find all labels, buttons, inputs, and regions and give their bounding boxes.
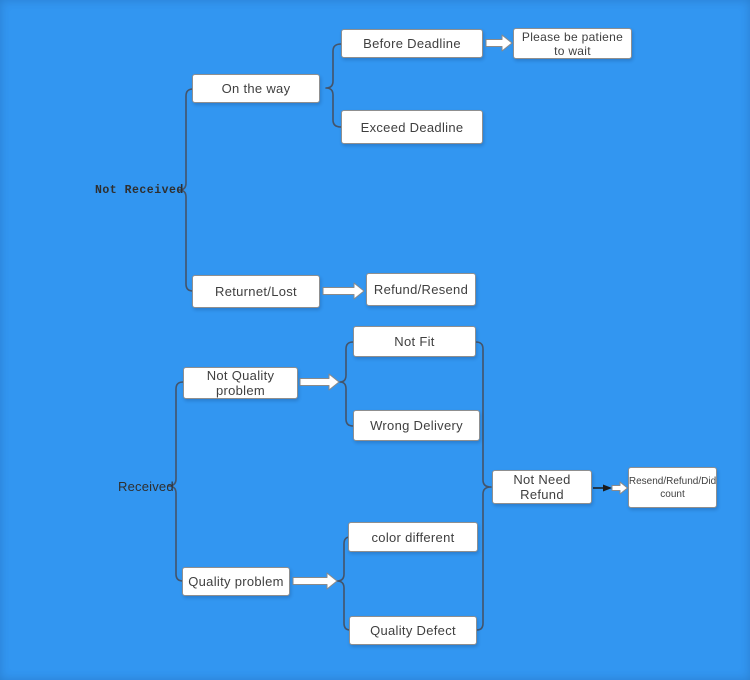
brace-on-the-way xyxy=(325,43,342,128)
arrow-quality-icon xyxy=(292,572,338,590)
arrow-refund-block-icon xyxy=(611,481,628,495)
node-not-need-refund: Not Need Refund xyxy=(492,470,592,504)
node-exceed-deadline: Exceed Deadline xyxy=(341,110,483,144)
node-not-quality-problem: Not Quality problem xyxy=(183,367,298,399)
node-quality-problem: Quality problem xyxy=(182,567,290,596)
node-quality-defect: Quality Defect xyxy=(349,616,477,645)
brace-not-received xyxy=(178,88,194,292)
node-resend-refund-did-count: Resend/Refund/Did count xyxy=(628,467,717,508)
node-returnet-lost: Returnet/Lost xyxy=(192,275,320,308)
brace-converge xyxy=(475,341,492,631)
node-on-the-way: On the way xyxy=(192,74,320,103)
label-not-received: Not Received xyxy=(95,184,184,197)
node-refund-resend: Refund/Resend xyxy=(366,273,476,306)
label-received: Received xyxy=(118,479,174,494)
node-not-fit: Not Fit xyxy=(353,326,476,357)
node-please-wait: Please be patiene to wait xyxy=(513,28,632,59)
brace-not-quality-children xyxy=(339,341,354,427)
arrow-not-quality-icon xyxy=(299,373,340,391)
arrow-returnet-to-refund-icon xyxy=(322,282,365,300)
node-color-different: color different xyxy=(348,522,478,552)
brace-received xyxy=(167,381,184,582)
arrow-before-to-wait-icon xyxy=(485,34,513,52)
arrow-refund-head-icon xyxy=(603,484,612,492)
node-wrong-delivery: Wrong Delivery xyxy=(353,410,480,441)
node-before-deadline: Before Deadline xyxy=(341,29,483,58)
